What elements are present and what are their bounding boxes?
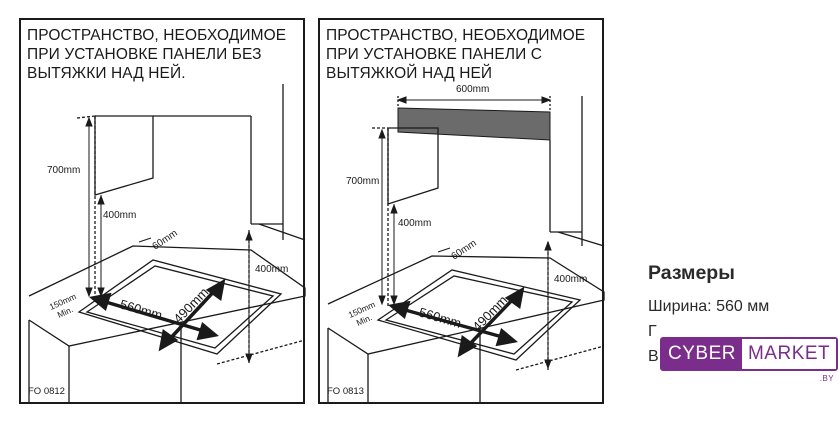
dim-line-560 — [98, 298, 208, 334]
label-60: 60mm — [151, 228, 180, 253]
arrow-head-560-right — [196, 321, 219, 341]
badge-cyber-text: CYBER — [662, 339, 742, 369]
dimensions-specs: Размеры Ширина: 560 мм Г В — [648, 262, 769, 365]
arrow-head — [390, 203, 398, 214]
arrow-head — [245, 353, 253, 364]
arrow-head — [544, 240, 552, 251]
dashed-floor-line — [216, 339, 306, 365]
label-700: 700mm — [346, 176, 379, 187]
arrow-head — [544, 359, 552, 370]
spec-width: Ширина: 560 мм — [648, 298, 770, 315]
dashed-floor-line — [515, 345, 605, 371]
arrow-head-490-top — [205, 278, 226, 302]
label-60: 60mm — [450, 238, 479, 263]
dim-line-60 — [138, 237, 152, 243]
arrow-head — [378, 128, 386, 139]
label-400: 400mm — [398, 218, 431, 229]
arrow-head-560-right — [495, 327, 518, 347]
installation-diagram: 600mm 700mm 400mm 400mm 60mm 150mm Min. … — [327, 84, 605, 404]
panel-title: ПРОСТРАНСТВО, НЕОБХОДИМОЕ ПРИ УСТАНОВКЕ … — [326, 27, 586, 82]
label-490: 490mm — [469, 292, 510, 334]
arrow-head — [85, 287, 93, 298]
panel-title: ПРОСТРАНСТВО, НЕОБХОДИМОЕ ПРИ УСТАНОВКЕ … — [27, 27, 287, 82]
label-560: 560mm — [118, 296, 164, 322]
wall-floor-line — [258, 223, 306, 241]
badge-tld: .BY — [819, 374, 835, 383]
arrow-head — [541, 96, 552, 104]
diagram-panel-with-hood: ПРОСТРАНСТВО, НЕОБХОДИМОЕ ПРИ УСТАНОВКЕ … — [318, 18, 605, 404]
arrow-head-490-top — [504, 286, 525, 310]
dim-line-60 — [437, 247, 451, 253]
arrow-head — [85, 116, 93, 127]
arrow-head — [390, 295, 398, 306]
installation-diagram: 700mm 400mm 400mm 60mm 150mm Min. 560mm … — [28, 84, 306, 404]
arrow-head-560-left — [388, 300, 411, 320]
cybermarket-watermark: CYBER MARKET .BY — [660, 337, 839, 383]
arrow-head — [378, 295, 386, 306]
dim-line-490 — [464, 294, 518, 350]
label-side-400: 400mm — [554, 274, 587, 285]
badge-market-text: MARKET .BY — [741, 339, 837, 383]
dashed-top-700 — [76, 115, 96, 119]
wall-floor-line — [557, 231, 605, 247]
dim-line-490 — [165, 286, 219, 344]
label-560: 560mm — [417, 304, 463, 330]
specs-title: Размеры — [648, 262, 735, 284]
diagram-code: FO 0812 — [28, 386, 65, 397]
arrow-head — [245, 230, 253, 241]
wall-cabinet-outline — [94, 115, 154, 196]
arrow-head-490-bottom — [158, 328, 179, 352]
label-700: 700mm — [47, 165, 80, 176]
hood-shape — [397, 107, 551, 141]
arrow-head-560-left — [89, 292, 112, 312]
label-side-400: 400mm — [255, 264, 288, 275]
label-600: 600mm — [456, 84, 489, 95]
diagram-panel-no-hood: ПРОСТРАНСТВО, НЕОБХОДИМОЕ ПРИ УСТАНОВКЕ … — [19, 18, 306, 404]
arrow-head — [396, 96, 407, 104]
arrow-head — [97, 287, 105, 298]
spec-depth-partial: Г — [648, 323, 657, 340]
spec-height-partial: В — [648, 348, 659, 365]
badge-market-label: MARKET — [747, 343, 831, 364]
label-400: 400mm — [103, 210, 136, 221]
diagram-code: FO 0813 — [327, 386, 364, 397]
arrow-head — [97, 194, 105, 205]
dim-line-560 — [397, 306, 507, 340]
wall-cabinet-outline — [387, 127, 439, 205]
arrow-head-490-bottom — [457, 334, 478, 358]
